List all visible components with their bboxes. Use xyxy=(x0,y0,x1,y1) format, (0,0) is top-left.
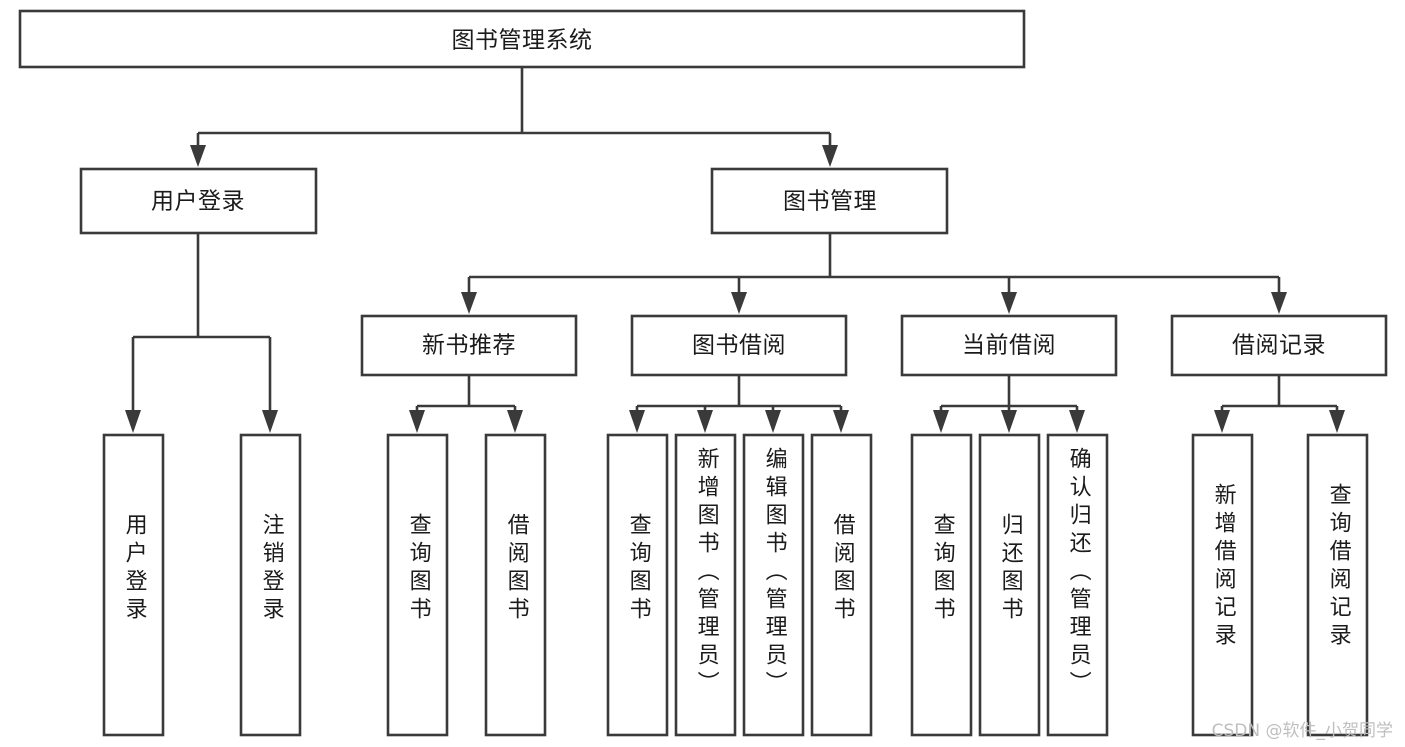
node-leaf-confirm-return-box[interactable] xyxy=(1046,433,1109,737)
node-borrow-record-label: 借阅记录 xyxy=(1232,333,1326,359)
edges-layer xyxy=(125,67,1345,433)
arrow-to-new-book xyxy=(461,292,477,314)
node-new-book-recommend-label: 新书推荐 xyxy=(422,333,516,359)
arrow-leaf-query-book-3 xyxy=(933,410,949,433)
arrow-leaf-user-logout xyxy=(262,410,278,433)
arrow-leaf-query-book-1 xyxy=(409,410,425,433)
arrow-to-borrow-record xyxy=(1271,292,1287,314)
arrow-leaf-user-login xyxy=(125,410,141,433)
node-root-label: 图书管理系统 xyxy=(452,28,593,54)
node-leaf-user-logout-box[interactable] xyxy=(239,433,302,737)
node-leaf-add-record-box[interactable] xyxy=(1191,433,1254,737)
node-current-borrow-label: 当前借阅 xyxy=(962,333,1056,359)
arrow-leaf-borrow-book-1 xyxy=(507,410,523,433)
arrow-leaf-add-record xyxy=(1214,410,1230,433)
node-user-login-label: 用户登录 xyxy=(151,189,245,215)
node-book-manage-label: 图书管理 xyxy=(783,189,877,215)
nodes-layer: 图书管理系统 用户登录 图书管理 新书推荐 图书借阅 当前借阅 借阅记录 xyxy=(18,9,1388,737)
node-leaf-query-book-1-box[interactable] xyxy=(386,433,449,737)
node-borrow-record-box[interactable] xyxy=(1170,314,1388,377)
node-book-manage-box[interactable] xyxy=(710,167,949,235)
csdn-watermark: CSDN @软件_小贺同学 xyxy=(1211,721,1393,741)
node-current-borrow-box[interactable] xyxy=(900,314,1118,377)
node-user-login-box[interactable] xyxy=(79,167,318,235)
node-book-borrow-label: 图书借阅 xyxy=(692,333,786,359)
arrow-leaf-add-book xyxy=(697,410,713,433)
arrow-leaf-query-book-2 xyxy=(629,410,645,433)
arrow-to-book-manage xyxy=(822,145,838,167)
node-leaf-borrow-book-2-box[interactable] xyxy=(810,433,873,737)
node-root-box[interactable] xyxy=(18,9,1026,69)
node-new-book-recommend-box[interactable] xyxy=(360,314,578,377)
arrow-leaf-confirm-return xyxy=(1069,410,1085,433)
arrow-leaf-borrow-book-2 xyxy=(833,410,849,433)
arrow-to-current-borrow xyxy=(1001,292,1017,314)
node-leaf-add-book-box[interactable] xyxy=(674,433,737,737)
node-leaf-query-record-box[interactable] xyxy=(1306,433,1369,737)
node-leaf-query-book-3-box[interactable] xyxy=(910,433,973,737)
arrow-to-user-login xyxy=(190,145,206,167)
node-book-borrow-box[interactable] xyxy=(630,314,848,377)
arrow-leaf-return-book xyxy=(1001,410,1017,433)
node-leaf-user-login-box[interactable] xyxy=(102,433,165,737)
arrow-leaf-edit-book xyxy=(765,410,781,433)
node-leaf-borrow-book-1-box[interactable] xyxy=(484,433,547,737)
node-leaf-query-book-2-box[interactable] xyxy=(606,433,669,737)
arrow-leaf-query-record xyxy=(1329,410,1345,433)
node-leaf-return-book-box[interactable] xyxy=(978,433,1041,737)
arrow-to-book-borrow xyxy=(731,292,747,314)
node-leaf-edit-book-box[interactable] xyxy=(742,433,805,737)
